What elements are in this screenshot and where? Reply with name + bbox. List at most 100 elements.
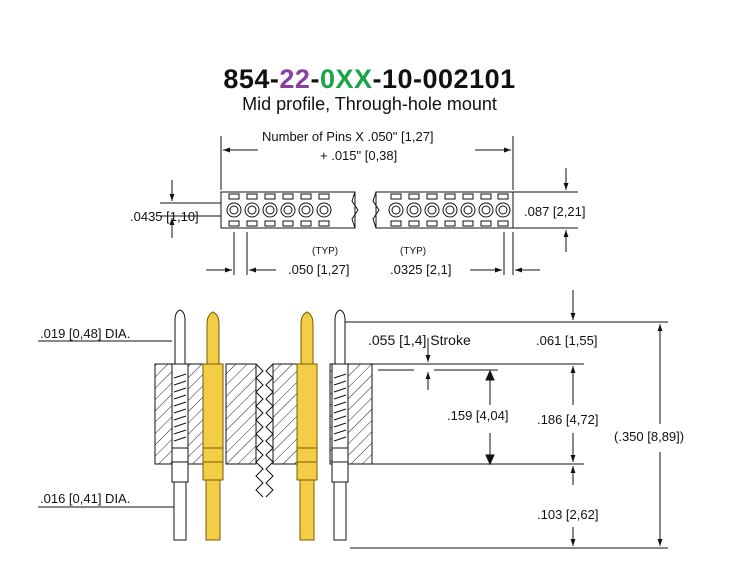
gold-barrel-left [202,363,224,481]
gold-pin-right [296,311,318,541]
strip-pin-tab-top-left [318,193,330,200]
strip-pin-tab-bottom-left [282,220,294,227]
part-number-title: 854-22-0XX-10-002101 [0,64,739,95]
strip-pin-tab-top-left [228,193,240,200]
d159-arrowhead-top [485,369,495,381]
strip-pin-outer-left [280,202,296,218]
strip-pin-tab-top-right [480,193,492,200]
d103-label: .103 [2,62] [537,507,599,522]
strip-pin-outer-right [388,202,404,218]
strip-pin-tab-top-right [462,193,474,200]
strip-pin-tab-bottom-left [246,220,258,227]
strip-pin-tab-bottom-right [408,220,420,227]
tail-dia-label: .016 [0,41] DIA. [40,491,131,506]
gold-plunger-left [206,311,220,365]
part-number-seg3: - [310,64,320,94]
strip-pin-tab-top-right [497,193,509,200]
spring-right [333,373,347,442]
strip-pin-tab-top-left [264,193,276,200]
spring-left [173,373,187,442]
strip-pin-inner-right [498,205,508,215]
pitch-label: .050 [1,27] [288,262,350,277]
strip-pin-outer-right [478,202,494,218]
strip-pin-tab-top-left [300,193,312,200]
strip-pin-outer-left [316,202,332,218]
strip-pin-outer-right [460,202,476,218]
strip-pin-tab-top-right [444,193,456,200]
strip-pin-outer-left [244,202,260,218]
pitch-typ-label: (TYP) [312,246,339,257]
part-number-seg5: -10-002101 [372,64,516,94]
strip-pin-inner-left [229,205,239,215]
subtitle: Mid profile, Through-hole mount [242,94,497,114]
length-label-line2: + .015" [0,38] [320,148,398,163]
strip-pin-inner-left [301,205,311,215]
strip-pin-tab-bottom-right [390,220,402,227]
break-mark-left [351,191,359,229]
height-left-label: .0435 [1,10] [130,209,199,224]
strip-pin-tab-bottom-right [480,220,492,227]
strip-pin-inner-left [283,205,293,215]
tail-left [173,481,187,541]
section-view [38,290,668,549]
strip-pin-outer-right [406,202,422,218]
housing-left-inner [225,363,257,465]
strip-pin-inner-right [409,205,419,215]
break-mark-right [372,191,380,229]
strip-pins [226,193,511,227]
strip-pin-tab-top-right [390,193,402,200]
strip-pin-tab-bottom-left [228,220,240,227]
part-number-seg1: 854- [223,64,280,94]
strip-left-body [220,191,356,229]
strip-pin-outer-left [262,202,278,218]
stroke-label: .055 [1,4] Stroke [368,332,471,348]
d159-label: .159 [4,04] [447,408,509,423]
gold-tail-left [205,479,221,541]
strip-pin-outer-left [226,202,242,218]
break-zigzag-left [255,363,264,498]
gold-tail-right [299,479,315,541]
gold-pin-left [202,311,224,541]
strip-pin-inner-right [445,205,455,215]
strip-pin-tab-bottom-right [497,220,509,227]
strip-pin-tab-bottom-right [462,220,474,227]
strip-pin-tab-bottom-right [426,220,438,227]
strip-pin-tab-bottom-right [444,220,456,227]
break-zigzag-right [265,363,274,498]
strip-pin-inner-right [463,205,473,215]
length-label-line1: Number of Pins X .050" [1,27] [262,129,434,144]
gold-barrel-right [296,363,318,481]
strip-pin-inner-left [247,205,257,215]
housing-right-inner [272,363,298,465]
strip-pin-inner-left [265,205,275,215]
plunger-left [174,309,186,365]
strip-pin-inner-left [319,205,329,215]
strip-pin-outer-right [424,202,440,218]
edge-label: .0325 [2,1] [390,262,452,277]
plunger-right [334,309,346,365]
height-right-label: .087 [2,21] [524,204,586,219]
gold-plunger-right [300,311,314,365]
strip-pin-inner-right [427,205,437,215]
tail-right [333,481,347,541]
spring-pin-left [171,309,189,541]
tip-dia-label: .019 [0,48] DIA. [40,326,131,341]
d061-label: .061 [1,55] [536,333,598,348]
strip-pin-tab-top-right [426,193,438,200]
strip-pin-outer-right [442,202,458,218]
d350-label: (.350 [8,89]) [614,429,685,444]
top-view [160,136,578,275]
strip-right-body [375,191,514,229]
part-number-seg4: 0XX [319,64,373,94]
d159-arrowhead-bottom [485,454,495,466]
strip-pin-tab-bottom-left [318,220,330,227]
strip-pin-inner-right [481,205,491,215]
d186-label: .186 [4,72] [537,412,599,427]
strip-pin-tab-top-left [246,193,258,200]
spring-pin-right [331,309,349,541]
strip-pin-outer-right [495,202,511,218]
strip-pin-inner-right [391,205,401,215]
part-number-seg2: 22 [279,64,311,94]
edge-typ-label: (TYP) [400,246,427,257]
